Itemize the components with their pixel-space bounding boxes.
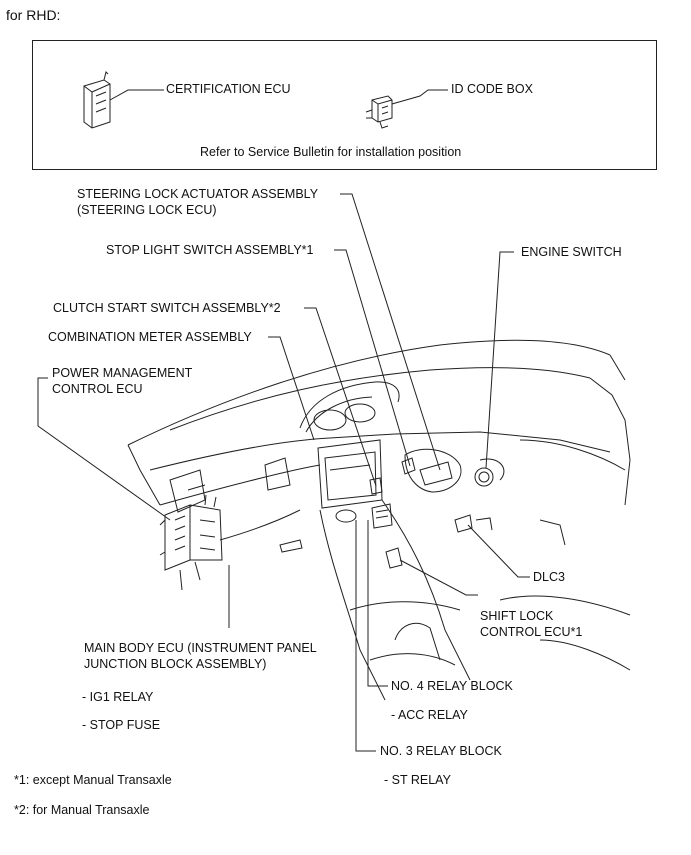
steering-lock-label-1: STEERING LOCK ACTUATOR ASSEMBLY <box>77 187 319 201</box>
id-code-box-leader <box>391 89 448 105</box>
footnote-2: *2: for Manual Transaxle <box>14 803 150 817</box>
no4-relay-leader <box>367 520 388 687</box>
no3-relay-block-label: NO. 3 RELAY BLOCK <box>380 744 502 758</box>
steering-lock-label-2: (STEERING LOCK ECU) <box>77 203 217 217</box>
stop-fuse-label: - STOP FUSE <box>82 718 161 732</box>
clutch-start-switch-label: CLUTCH START SWITCH ASSEMBLY*2 <box>53 301 281 315</box>
stop-light-leader <box>334 249 411 467</box>
combination-meter-label: COMBINATION METER ASSEMBLY <box>48 330 252 344</box>
id-code-box-label: ID CODE BOX <box>451 82 533 96</box>
certification-ecu-icon <box>83 71 111 129</box>
st-relay-label: - ST RELAY <box>384 773 451 787</box>
dashboard-body <box>127 339 631 701</box>
acc-relay-label: - ACC RELAY <box>391 708 468 722</box>
clutch-start-leader <box>304 307 377 487</box>
id-code-box-icon <box>365 95 393 129</box>
stop-light-switch-label: STOP LIGHT SWITCH ASSEMBLY*1 <box>106 243 314 257</box>
main-body-ecu-label-1: MAIN BODY ECU (INSTRUMENT PANEL <box>84 641 317 655</box>
no3-relay-leader <box>355 520 376 752</box>
inset-box <box>32 40 657 170</box>
power-mgmt-leader <box>37 377 171 521</box>
steering-lock-leader <box>340 193 441 471</box>
shift-lock-label-2: CONTROL ECU*1 <box>480 625 583 639</box>
page-header: for RHD: <box>6 7 61 23</box>
engine-switch-label: ENGINE SWITCH <box>521 245 622 259</box>
ig1-relay-label: - IG1 RELAY <box>82 690 154 704</box>
power-management-label-1: POWER MANAGEMENT <box>52 366 193 380</box>
no4-relay-block-label: NO. 4 RELAY BLOCK <box>391 679 513 693</box>
certification-ecu-leader <box>109 89 164 101</box>
dlc3-leader <box>467 524 530 578</box>
inset-note: Refer to Service Bulletin for installati… <box>200 145 462 159</box>
leader-lines <box>37 193 530 752</box>
dlc3-label: DLC3 <box>533 570 565 584</box>
engine-switch-leader <box>485 251 514 469</box>
footnote-1: *1: except Manual Transaxle <box>14 773 172 787</box>
shift-lock-leader <box>399 559 478 596</box>
combination-meter-leader <box>268 336 315 441</box>
shift-lock-label-1: SHIFT LOCK <box>480 609 554 623</box>
certification-ecu-label: CERTIFICATION ECU <box>166 82 291 96</box>
main-body-ecu-label-2: JUNCTION BLOCK ASSEMBLY) <box>84 657 267 671</box>
power-management-label-2: CONTROL ECU <box>52 382 143 396</box>
